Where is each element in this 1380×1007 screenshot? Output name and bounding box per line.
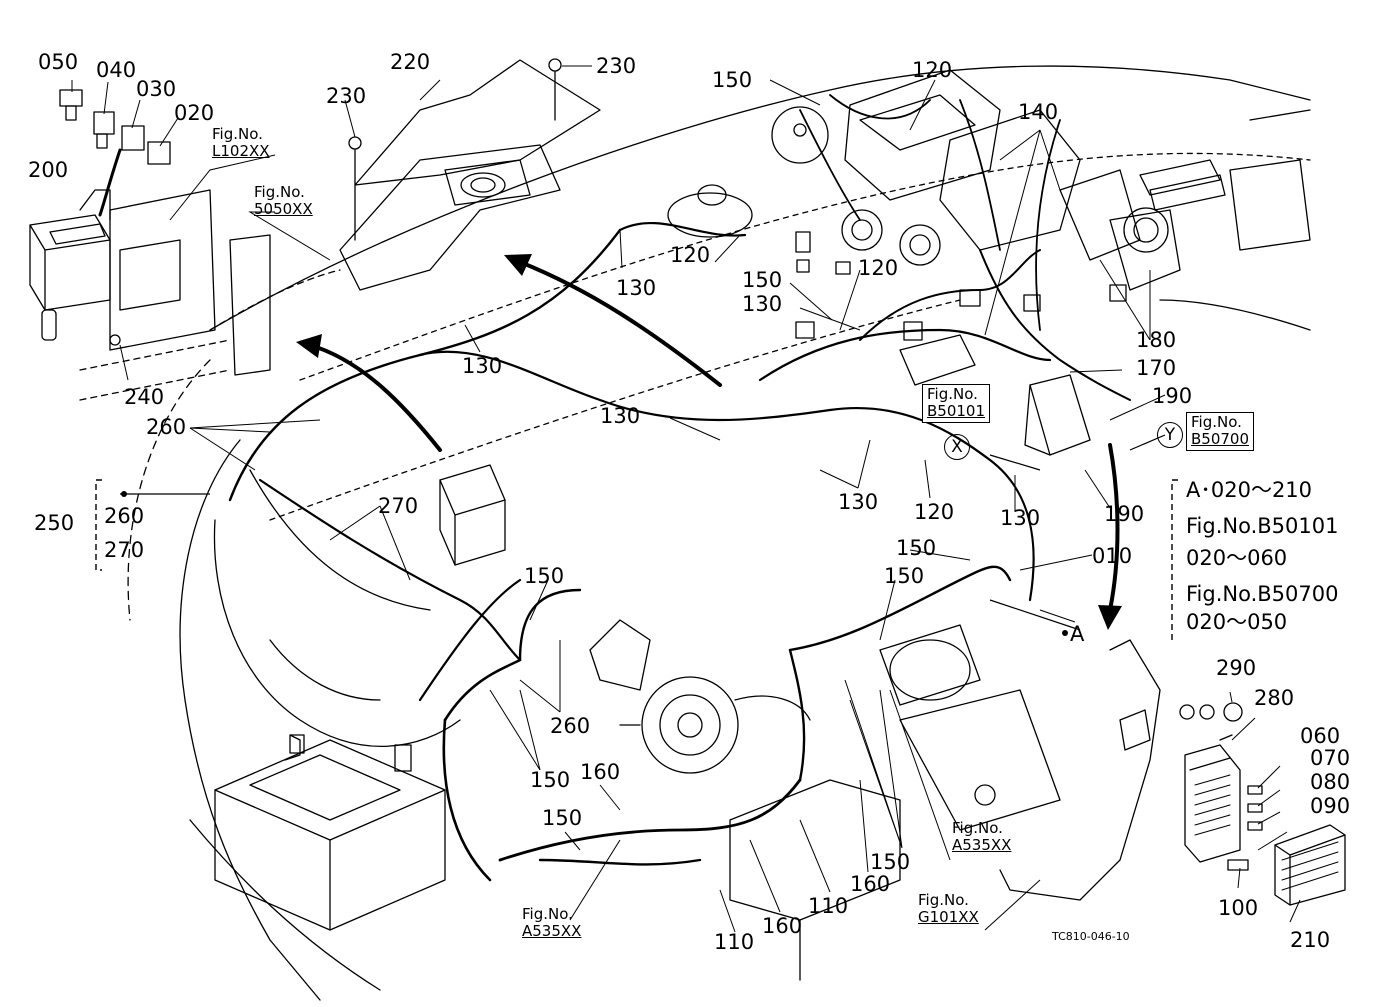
- part-label-180: 180: [1136, 328, 1177, 352]
- legend-line-3: 020～060: [1186, 546, 1288, 570]
- fig-ref-g101: Fig.No. G101XX: [918, 891, 979, 927]
- circle-marker-x: X: [944, 434, 970, 460]
- legend-line-4: Fig.No.B50700: [1186, 582, 1339, 606]
- part-label-130-center: 130: [838, 490, 879, 514]
- part-label-130-b: 130: [462, 354, 503, 378]
- part-label-170: 170: [1136, 356, 1177, 380]
- part-label-150-top: 150: [712, 68, 753, 92]
- part-label-270-group: 270: [104, 538, 145, 562]
- part-label-150-lower: 150: [542, 806, 583, 830]
- fig-ref-5050: Fig.No. 5050XX: [254, 183, 313, 219]
- fig-ref-prefix: Fig.No.: [1191, 413, 1242, 431]
- part-label-120-a: 120: [670, 243, 711, 267]
- part-label-150-center: 150: [524, 564, 565, 588]
- part-label-150-right: 150: [896, 536, 937, 560]
- part-label-080: 080: [1310, 770, 1351, 794]
- fig-ref-code: A535XX: [522, 922, 582, 941]
- fig-ref-code: B50700: [1191, 430, 1250, 449]
- part-label-290: 290: [1216, 656, 1257, 680]
- part-label-090: 090: [1310, 794, 1351, 818]
- part-label-230-right: 230: [596, 54, 637, 78]
- fig-ref-prefix: Fig.No.: [254, 183, 305, 201]
- part-label-150-mid: 150: [742, 268, 783, 292]
- circle-marker-y: Y: [1157, 422, 1183, 448]
- fig-ref-code: 5050XX: [254, 200, 313, 219]
- fig-ref-code: A535XX: [952, 836, 1012, 855]
- part-label-270: 270: [378, 494, 419, 518]
- part-label-250: 250: [34, 511, 75, 535]
- part-label-240: 240: [124, 385, 165, 409]
- fig-ref-prefix: Fig.No.: [918, 891, 969, 909]
- fig-ref-code: L102XX: [212, 142, 270, 161]
- part-label-210: 210: [1290, 928, 1331, 952]
- part-label-140: 140: [1018, 100, 1059, 124]
- fig-ref-a535-right: Fig.No. A535XX: [952, 819, 1012, 855]
- part-label-010: 010: [1092, 544, 1133, 568]
- part-label-200: 200: [28, 158, 69, 182]
- part-label-260-lower: 260: [550, 714, 591, 738]
- legend-line-5: 020～050: [1186, 610, 1288, 634]
- part-label-130-mid: 130: [742, 292, 783, 316]
- fig-ref-prefix: Fig.No.: [927, 385, 978, 403]
- part-label-160-c: 160: [850, 872, 891, 896]
- fig-ref-code: B50101: [927, 402, 986, 421]
- part-label-120-top: 120: [912, 58, 953, 82]
- part-label-110-b: 110: [808, 894, 849, 918]
- part-label-130-a: 130: [616, 276, 657, 300]
- part-label-120-center: 120: [914, 500, 955, 524]
- fig-ref-prefix: Fig.No.: [212, 125, 263, 143]
- legend-line-2: Fig.No.B50101: [1186, 514, 1339, 538]
- fig-ref-b50700: Fig.No. B50700: [1186, 412, 1255, 451]
- part-label-280: 280: [1254, 686, 1295, 710]
- drawing-number: TC810-046-10: [1052, 930, 1130, 943]
- part-label-260-group: 260: [104, 504, 145, 528]
- view-marker-a: A: [1070, 622, 1085, 646]
- fig-ref-l102: Fig.No. L102XX: [212, 125, 270, 161]
- fig-ref-prefix: Fig.No.: [522, 905, 573, 923]
- part-label-150-lower-left: 150: [530, 768, 571, 792]
- part-label-030: 030: [136, 77, 177, 101]
- part-label-050: 050: [38, 50, 79, 74]
- part-label-040: 040: [96, 58, 137, 82]
- part-label-060: 060: [1300, 724, 1341, 748]
- part-label-190-upper: 190: [1152, 384, 1193, 408]
- fig-ref-b50101: Fig.No. B50101: [922, 384, 991, 423]
- part-label-120-mid: 120: [858, 256, 899, 280]
- part-label-220: 220: [390, 50, 431, 74]
- part-label-110-a: 110: [714, 930, 755, 954]
- fig-ref-code: G101XX: [918, 908, 979, 927]
- part-label-020: 020: [174, 101, 215, 125]
- part-label-160-a: 160: [580, 760, 621, 784]
- fig-ref-a535-left: Fig.No. A535XX: [522, 905, 582, 941]
- part-label-130-center-left: 130: [600, 404, 641, 428]
- part-label-100: 100: [1218, 896, 1259, 920]
- legend-line-1: A･020～210: [1186, 478, 1313, 502]
- part-label-130-right: 130: [1000, 506, 1041, 530]
- part-label-150-bottom: 150: [870, 850, 911, 874]
- fig-ref-prefix: Fig.No.: [952, 819, 1003, 837]
- part-label-150-starter: 150: [884, 564, 925, 588]
- part-label-190-lower: 190: [1104, 502, 1145, 526]
- part-label-230-left: 230: [326, 84, 367, 108]
- part-label-070: 070: [1310, 746, 1351, 770]
- part-label-160-b: 160: [762, 914, 803, 938]
- part-label-260-left: 260: [146, 415, 187, 439]
